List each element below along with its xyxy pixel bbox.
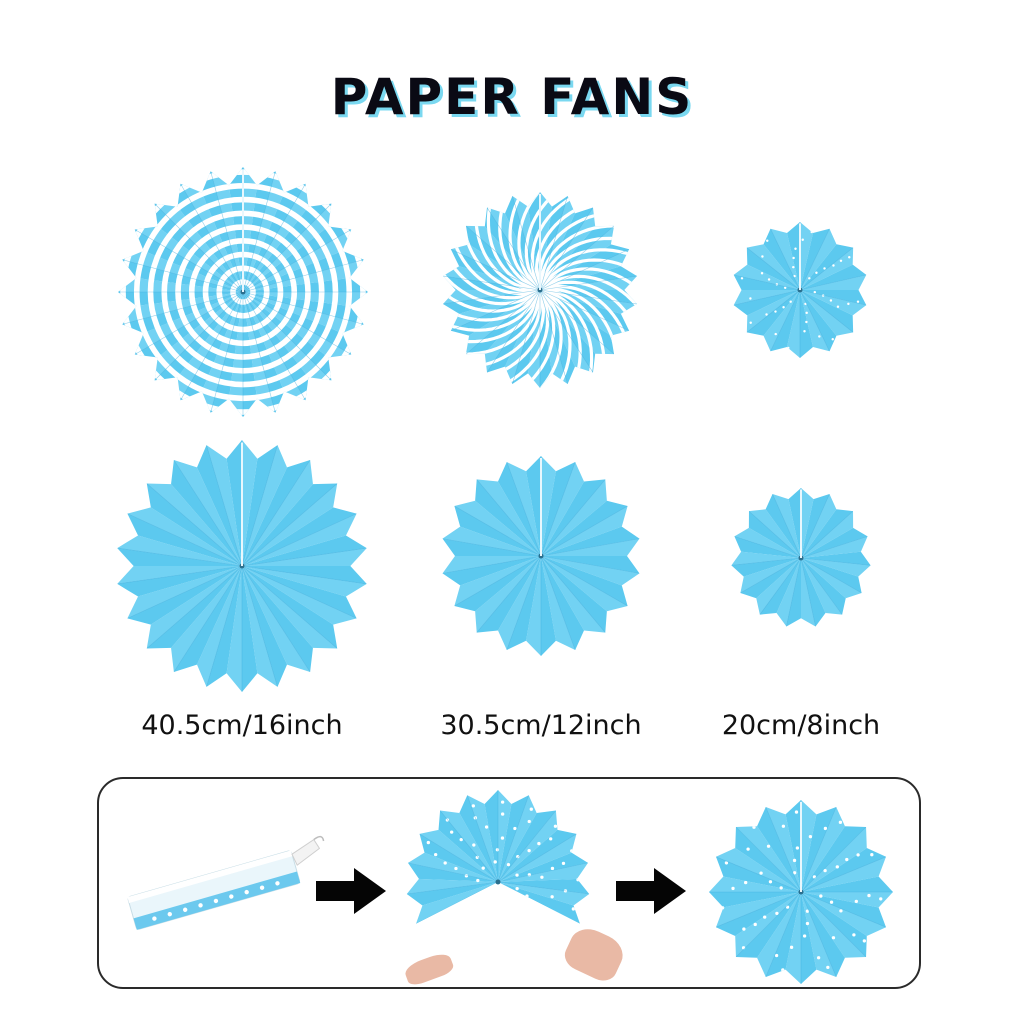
size-label-large: 40.5cm/16inch [141, 710, 343, 741]
folded-fan [127, 835, 325, 930]
arrow-right-icon [616, 868, 686, 914]
page-title: PAPER FANS [330, 68, 694, 126]
fan-polka-dot-small [733, 222, 867, 358]
size-label-small: 20cm/8inch [721, 710, 881, 741]
fan-solid-large [117, 440, 367, 692]
arrow-right-icon [316, 868, 386, 914]
size-label-medium: 30.5cm/12inch [440, 710, 642, 741]
fan-solid-medium [442, 456, 640, 656]
fan-solid-small [731, 488, 871, 627]
half-open-fan [406, 790, 590, 924]
opened-fan [709, 800, 893, 984]
fan-striped-swirl-medium [443, 192, 637, 388]
fan-striped-concentric-large [118, 167, 368, 417]
